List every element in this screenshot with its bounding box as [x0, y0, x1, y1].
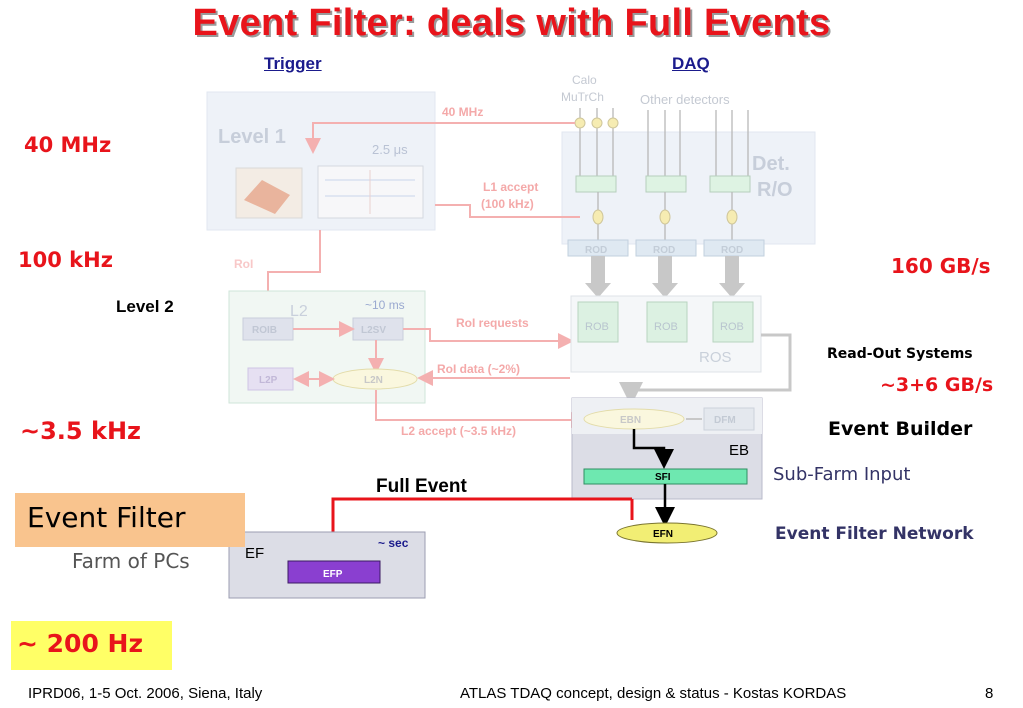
mutrch-label: MuTrCh: [561, 90, 604, 104]
farm-of-pcs-label: Farm of PCs: [72, 549, 190, 573]
sfi-label: SFI: [655, 472, 671, 483]
dfm-label: DFM: [714, 415, 736, 426]
efn-node: [616, 522, 718, 544]
l1-accept-label-2: (100 kHz): [481, 197, 534, 211]
dfm-box: [703, 407, 755, 431]
rate-3-6gbs: ~3+6 GB/s: [880, 374, 994, 396]
trigger-header: Trigger: [264, 54, 322, 73]
calo-label: Calo: [572, 73, 597, 87]
l1-accept-label-1: L1 accept: [483, 180, 538, 194]
l2sv-label: L2SV: [361, 325, 386, 336]
rod-3: ROD: [721, 245, 743, 256]
rob-1: ROB: [585, 321, 609, 333]
rate-160gbs: 160 GB/s: [891, 254, 991, 278]
footer-center: ATLAS TDAQ concept, design & status - Ko…: [460, 685, 847, 702]
event-filter-label: Event Filter: [27, 501, 186, 534]
event-filter-network-label: Event Filter Network: [775, 524, 974, 544]
read-out-systems-label: Read-Out Systems: [827, 346, 973, 362]
rod-2: ROD: [653, 245, 675, 256]
sub-farm-input-label: Sub-Farm Input: [773, 464, 911, 485]
rob-2: ROB: [654, 321, 678, 333]
ebn-label: EBN: [620, 415, 641, 426]
efp-label: EFP: [323, 569, 343, 580]
event-builder-label: Event Builder: [828, 418, 973, 440]
det-ro-label-1: Det.: [752, 153, 790, 175]
level2-label: Level 2: [116, 297, 174, 316]
level1-label: Level 1: [218, 126, 286, 148]
ef-label: EF: [245, 545, 264, 562]
l2p-label: L2P: [259, 375, 278, 386]
l2-accept-label: L2 accept (~3.5 kHz): [401, 424, 516, 438]
det-ro-label-2: R/O: [757, 179, 793, 201]
ef-time: ~ sec: [378, 536, 409, 550]
efn-label: EFN: [653, 529, 673, 540]
rate-40mhz: 40 MHz: [24, 133, 112, 157]
mhz-arrow-label: 40 MHz: [442, 105, 483, 119]
roi-data-label: RoI data (~2%): [437, 362, 520, 376]
l2n-label: L2N: [364, 375, 383, 386]
rate-100khz: 100 kHz: [18, 248, 113, 272]
roib-label: ROIB: [252, 325, 277, 336]
rob-3: ROB: [720, 321, 744, 333]
daq-header: DAQ: [672, 54, 710, 73]
rod-1: ROD: [585, 245, 607, 256]
page-number: 8: [985, 685, 994, 702]
rate-200hz-box: ~ 200 Hz: [11, 621, 172, 670]
page-title: Event Filter: deals with Full Events: [192, 2, 831, 44]
full-event-label: Full Event: [376, 476, 467, 497]
roi-label: RoI: [234, 257, 253, 271]
roi-requests-label: RoI requests: [456, 316, 529, 330]
rate-3-5khz: ~3.5 kHz: [20, 417, 141, 445]
other-detectors-label: Other detectors: [640, 92, 730, 107]
footer-left: IPRD06, 1-5 Oct. 2006, Siena, Italy: [28, 685, 263, 702]
ros-label: ROS: [699, 349, 732, 366]
l1-time: 2.5 μs: [372, 142, 408, 157]
rate-200hz: ~ 200 Hz: [17, 629, 144, 658]
l2-label: L2: [290, 303, 308, 320]
efp-box: [287, 560, 381, 584]
l2-time: ~10 ms: [365, 298, 405, 312]
event-filter-box: Event Filter: [15, 493, 245, 547]
eb-label: EB: [729, 442, 749, 459]
